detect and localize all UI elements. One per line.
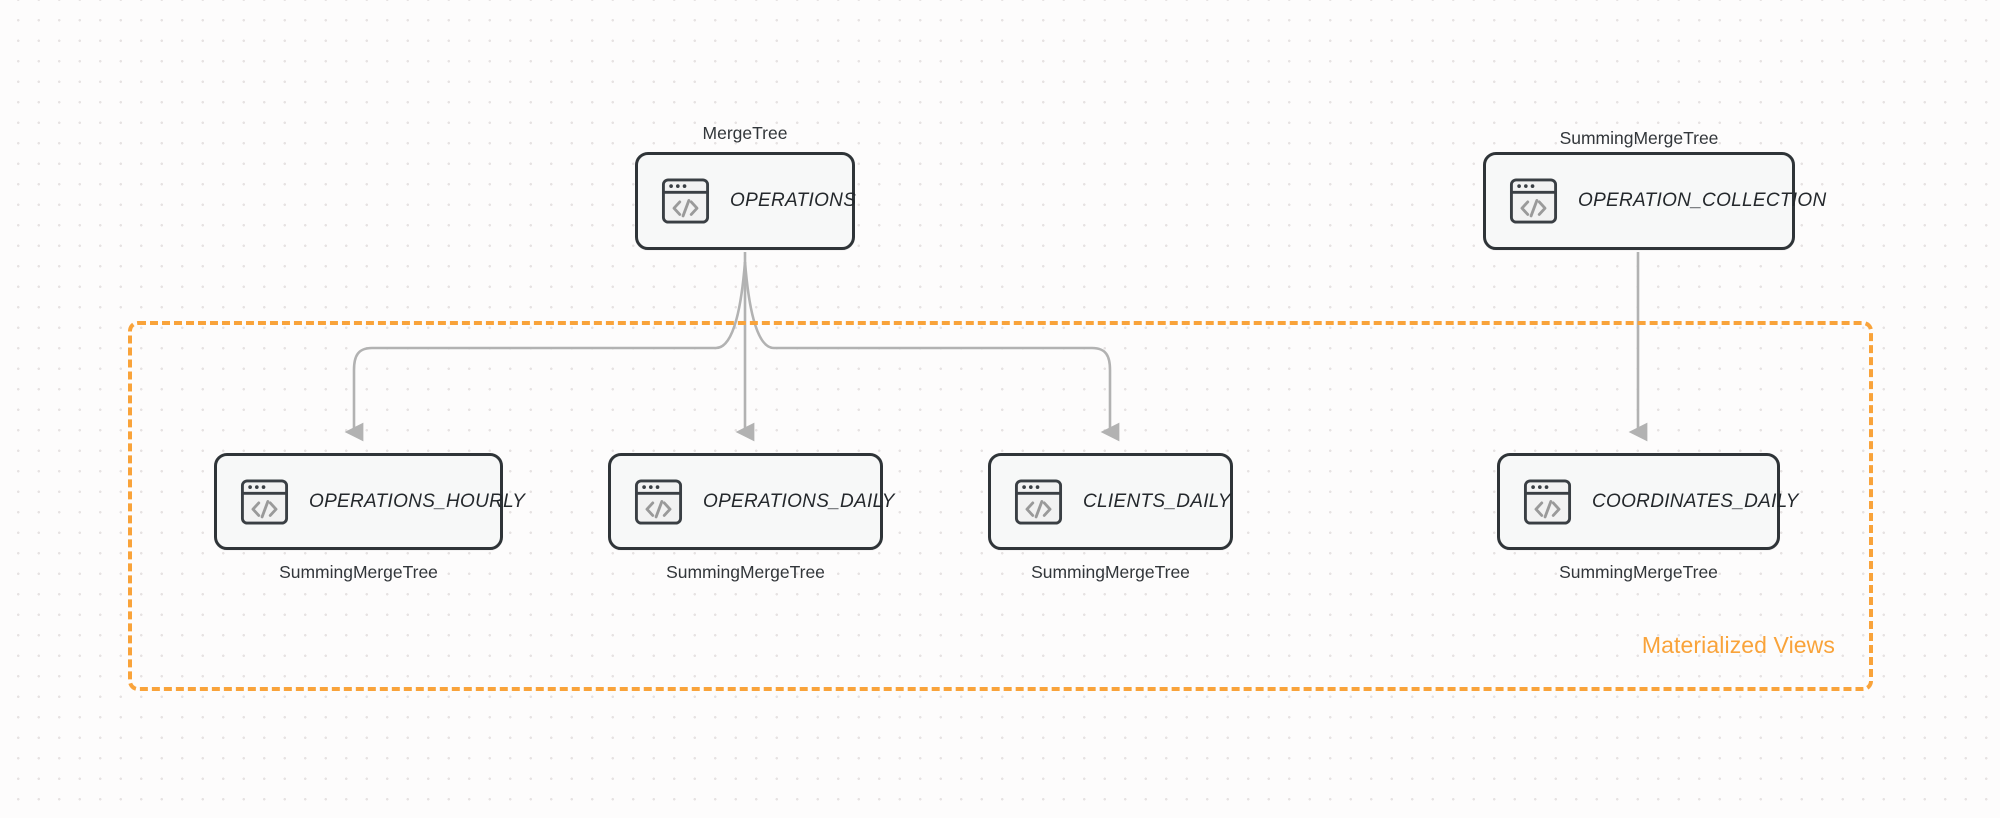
node-coordinates-daily[interactable]: COORDINATES_DAILY [1497, 453, 1798, 550]
node-operations-daily[interactable]: OPERATIONS_DAILY [608, 453, 894, 550]
node-operation-collection[interactable]: OPERATION_COLLECTION [1483, 152, 1826, 250]
engine-caption-coordinates-daily: SummingMergeTree [1559, 562, 1718, 582]
code-window-icon [240, 478, 289, 525]
node-label: OPERATIONS_HOURLY [309, 490, 526, 512]
code-window-icon [1014, 478, 1063, 525]
node-operations[interactable]: OPERATIONS [635, 152, 857, 250]
node-label: OPERATIONS_DAILY [703, 490, 895, 512]
code-window-icon [661, 178, 710, 224]
engine-caption-clients-daily: SummingMergeTree [1031, 562, 1190, 582]
node-label: OPERATIONS [730, 190, 857, 211]
node-clients-daily[interactable]: CLIENTS_DAILY [988, 453, 1233, 550]
engine-caption-operations-daily: SummingMergeTree [666, 562, 825, 582]
engine-caption-operation-collection: SummingMergeTree [1559, 128, 1719, 148]
code-window-icon [1509, 178, 1558, 224]
materialized-views-label: Materialized Views [1641, 632, 1835, 658]
materialized-views-group[interactable]: Materialized Views [128, 321, 1873, 691]
engine-caption-operations-hourly: SummingMergeTree [279, 562, 438, 582]
code-window-icon [634, 478, 683, 525]
code-window-icon [1523, 478, 1572, 525]
engine-caption-operations: MergeTree [702, 123, 788, 143]
node-operations-hourly[interactable]: OPERATIONS_HOURLY [214, 453, 525, 550]
node-label: COORDINATES_DAILY [1592, 490, 1799, 512]
node-label: OPERATION_COLLECTION [1578, 190, 1827, 211]
node-label: CLIENTS_DAILY [1083, 490, 1231, 512]
